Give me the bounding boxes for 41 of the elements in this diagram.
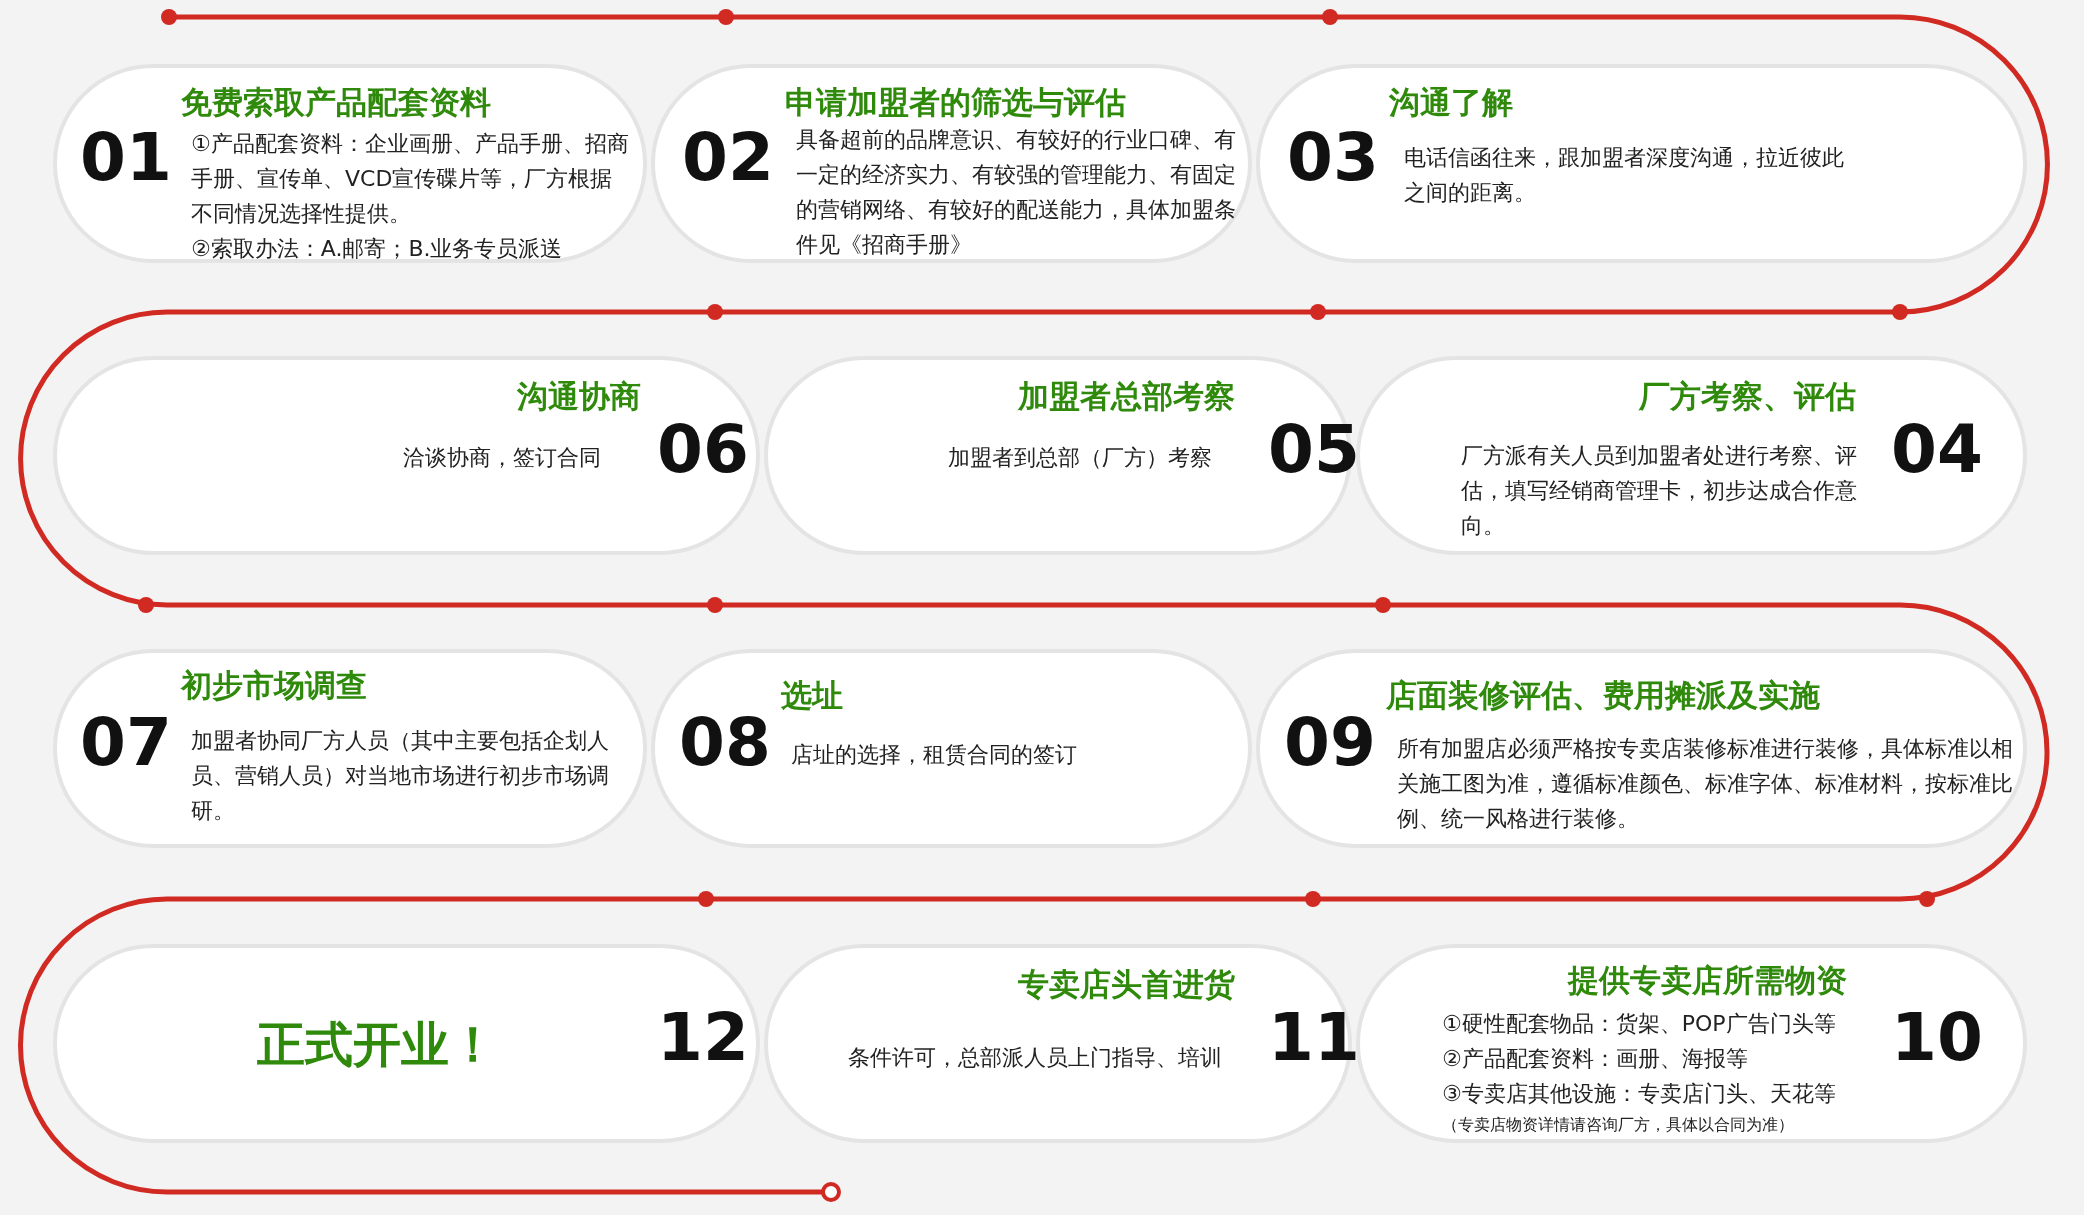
step-title: 厂方考察、评估 xyxy=(1639,377,1856,416)
step-description: 加盟者协同厂方人员（其中主要包括企划人员、营销人员）对当地市场进行初步市场调研。 xyxy=(191,727,610,825)
step-description: ②产品配套资料：画册、海报等 xyxy=(1442,1045,1749,1073)
step-title: 加盟者总部考察 xyxy=(1018,377,1235,416)
step-card xyxy=(1256,64,2027,263)
step-description: ②索取办法：A.邮寄；B.业务专员派送 xyxy=(191,235,564,263)
step-description: 具备超前的品牌意识、有较好的行业口碑、有一定的经济实力、有较强的管理能力、有固定的营销网络、有较好的配送能力，具体加盟条件见《招商手册》 xyxy=(796,126,1236,259)
step-title: 选址 xyxy=(781,676,843,715)
step-number: 02 xyxy=(682,118,774,198)
step-number: 04 xyxy=(1891,410,1983,490)
step-number: 08 xyxy=(679,703,771,783)
step-description: 加盟者到总部（厂方）考察 xyxy=(948,444,1213,472)
step-title: 提供专卖店所需物资 xyxy=(1568,961,1847,1000)
step-title: 正式开业！ xyxy=(257,1015,497,1074)
step-number: 05 xyxy=(1268,410,1360,490)
step-description: ③专卖店其他设施：专卖店门头、天花等 xyxy=(1442,1080,1837,1108)
step-description: 所有加盟店必须严格按专卖店装修标准进行装修，具体标准以相关施工图为准，遵循标准颜色、标准字体、标准材料，按标准比例、统一风格进行装修。 xyxy=(1397,735,2014,833)
step-number: 01 xyxy=(80,118,172,198)
step-title: 专卖店头首进货 xyxy=(1018,965,1235,1004)
step-title: 申请加盟者的筛选与评估 xyxy=(785,83,1126,122)
step-number: 11 xyxy=(1268,998,1360,1078)
step-description: 洽谈协商，签订合同 xyxy=(403,444,602,472)
step-number: 06 xyxy=(657,410,749,490)
step-description: 条件许可，总部派人员上门指导、培训 xyxy=(848,1044,1223,1072)
step-title: 店面装修评估、费用摊派及实施 xyxy=(1386,676,1820,715)
step-number: 09 xyxy=(1284,703,1376,783)
step-description: ①硬性配套物品：货架、POP广告门头等 xyxy=(1442,1010,1837,1038)
step-title: 沟通了解 xyxy=(1389,83,1513,122)
step-number: 07 xyxy=(80,703,172,783)
step-number: 12 xyxy=(657,998,749,1078)
step-description: 店址的选择，租赁合同的签订 xyxy=(791,741,1078,769)
step-description: 电话信函往来，跟加盟者深度沟通，拉近彼此之间的距离。 xyxy=(1404,144,1845,207)
step-title: 沟通协商 xyxy=(517,377,641,416)
step-description: 厂方派有关人员到加盟者处进行考察、评估，填写经销商管理卡，初步达成合作意向。 xyxy=(1461,442,1858,540)
step-description: ①产品配套资料：企业画册、产品手册、招商手册、宣传单、VCD宣传碟片等，厂方根据不同情况选择性提供。 xyxy=(191,130,630,228)
step-title: 免费索取产品配套资料 xyxy=(181,83,491,122)
step-number: 10 xyxy=(1891,998,1983,1078)
step-number: 03 xyxy=(1287,118,1379,198)
step-title: 初步市场调查 xyxy=(181,666,367,705)
footnote: （专卖店物资详情请咨询厂方，具体以合同为准） xyxy=(1442,1114,1795,1136)
step-card xyxy=(1256,649,2027,848)
